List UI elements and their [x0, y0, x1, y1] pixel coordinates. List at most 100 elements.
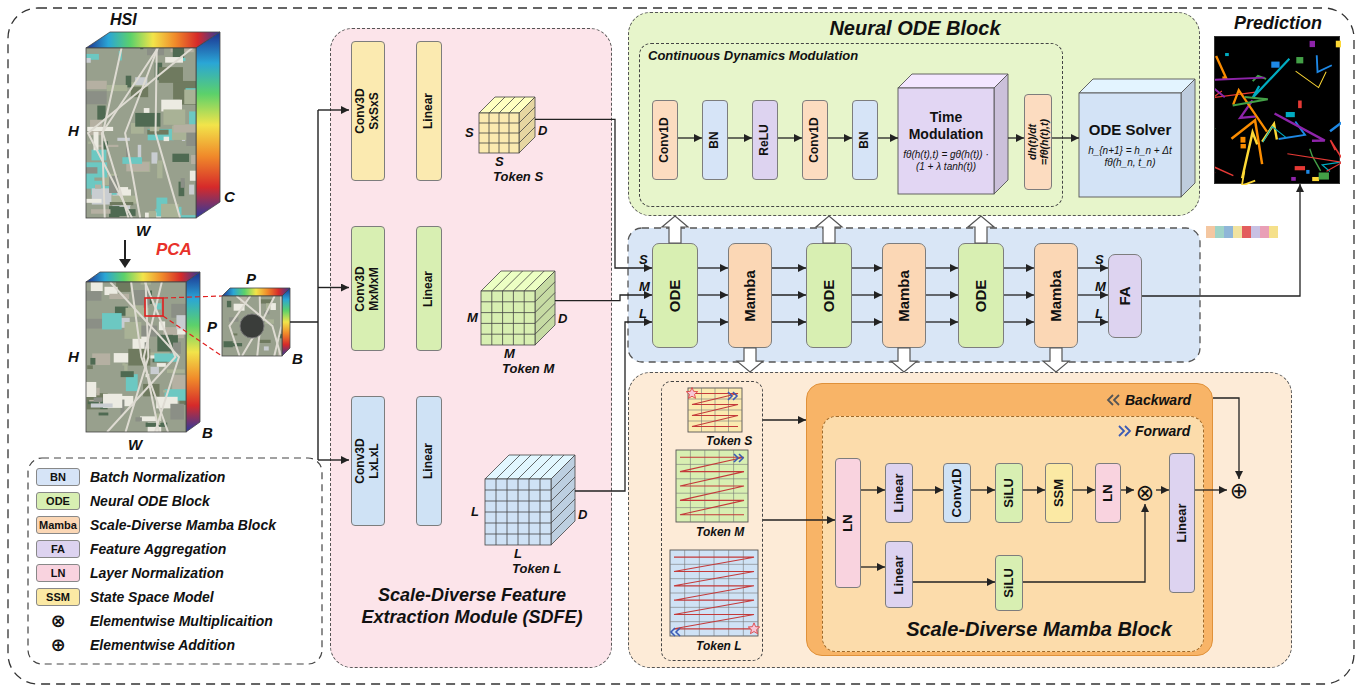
illustration-part [90, 358, 95, 365]
illustration-part [88, 142, 91, 144]
illustration-part [1306, 170, 1309, 174]
legend-row: Layer Normalization [36, 564, 316, 582]
illustration-part [164, 137, 169, 141]
group-box: Continuous Dynamics ModulationConv1DBNRe… [639, 43, 1063, 207]
legend-text: Feature Aggregation [90, 540, 226, 558]
connector-arrow [861, 489, 885, 490]
legend-frame [28, 458, 322, 664]
box-label: S [465, 125, 474, 141]
illustration-part [535, 293, 555, 313]
box-label: Token M [502, 361, 554, 377]
legend-text: Layer Normalization [90, 564, 224, 582]
box-label: LN [841, 514, 856, 531]
illustration-part [509, 97, 525, 113]
illustration-part [1279, 122, 1305, 139]
illustration-part [481, 291, 535, 345]
illustration-part [688, 388, 742, 432]
forward-layer: ForwardLNLinearConv1DSiLUSSMLN⊗LinearLin… [822, 416, 1204, 652]
illustration-part [236, 296, 280, 356]
illustration-part [1181, 79, 1195, 197]
illustration-part [481, 291, 535, 345]
illustration-part [479, 113, 519, 153]
class-color-bar [1260, 226, 1269, 238]
class-color-bar [1269, 226, 1278, 238]
illustration-part [670, 550, 758, 636]
illustration-part [898, 74, 1008, 88]
box-label: Conv1D [808, 117, 822, 162]
node-art [823, 417, 1205, 653]
box-label: Mamba [1047, 270, 1064, 322]
illustration-part [670, 550, 758, 636]
aerial-image [86, 48, 196, 218]
box-label: Conv3D MxMxM [354, 259, 382, 319]
illustration-part [535, 282, 555, 302]
ssm-box: SSM [1045, 463, 1073, 523]
illustration-part [551, 510, 575, 534]
module-band: Neural ODE BlockContinuous Dynamics Modu… [628, 12, 1200, 216]
illustration-part [1079, 79, 1195, 93]
legend-row: Scale-Diverse Mamba Block [36, 516, 316, 534]
legend-abbreviation: FA [36, 540, 80, 558]
legend-text: Neural ODE Block [90, 492, 210, 510]
illustration-part [671, 628, 680, 636]
class-color-bar [1242, 226, 1251, 238]
illustration-part [91, 282, 103, 291]
block-arrow [891, 348, 917, 372]
box-label: LN [1101, 484, 1116, 501]
box-label: BN [858, 131, 872, 148]
illustration-part [519, 127, 535, 143]
illustration-part [540, 455, 564, 479]
illustration-part [529, 455, 553, 479]
illustration-part [535, 303, 555, 323]
illustration-part [91, 403, 113, 407]
axis-letter: P [246, 270, 256, 288]
hsi-cube [222, 288, 290, 358]
connector-arrow [1023, 489, 1045, 490]
illustration-part [86, 91, 107, 104]
module-title: Neural ODE Block [629, 16, 1201, 40]
mamba-block: Mamba [882, 243, 926, 348]
box-label: SiLU [1002, 568, 1017, 598]
equation-box: dh(t)/dt =fθ(h(t),t) [1024, 94, 1052, 190]
illustration-part [670, 550, 758, 636]
illustration-part [676, 450, 748, 522]
illustration-part [518, 455, 542, 479]
illustration-part [86, 282, 186, 432]
connector-arrow [763, 519, 835, 520]
illustration-part [191, 155, 196, 164]
illustration-part [898, 88, 994, 194]
legend-row: Elementwise Addition [36, 636, 316, 654]
illustration-part [1298, 101, 1302, 109]
axis-letter: P [207, 318, 217, 336]
legend-abbreviation: LN [36, 564, 80, 582]
connector-arrow [698, 267, 728, 268]
illustration-part [274, 296, 281, 356]
token-cube-art [481, 271, 555, 345]
class-color-bar [1215, 226, 1224, 238]
silu-box: SiLU [995, 555, 1023, 611]
illustration-part [227, 301, 231, 307]
illustration-part [135, 417, 141, 421]
scale-label: L [1095, 306, 1103, 322]
box-label: ODE [972, 279, 989, 312]
node-art [485, 455, 575, 545]
axis-letter: PCA [156, 240, 192, 260]
box-label: Token S [493, 169, 543, 185]
patch-marker [145, 298, 163, 316]
illustration-part [479, 113, 519, 153]
illustration-part [176, 315, 186, 329]
branch-wire [318, 109, 349, 110]
illustration-part [496, 455, 520, 479]
token-label: Token S [706, 434, 752, 448]
box-label: Mamba [895, 270, 912, 322]
axis-letter: W [136, 222, 150, 240]
connector-arrow [1004, 294, 1034, 295]
box-label: Linear [422, 93, 436, 129]
box-label: Time Modulation [902, 109, 990, 143]
illustration-part [151, 152, 157, 163]
illustration-part [748, 623, 759, 634]
illustration-part [86, 319, 102, 329]
illustration-part [96, 388, 99, 396]
scale-label: M [639, 279, 650, 295]
